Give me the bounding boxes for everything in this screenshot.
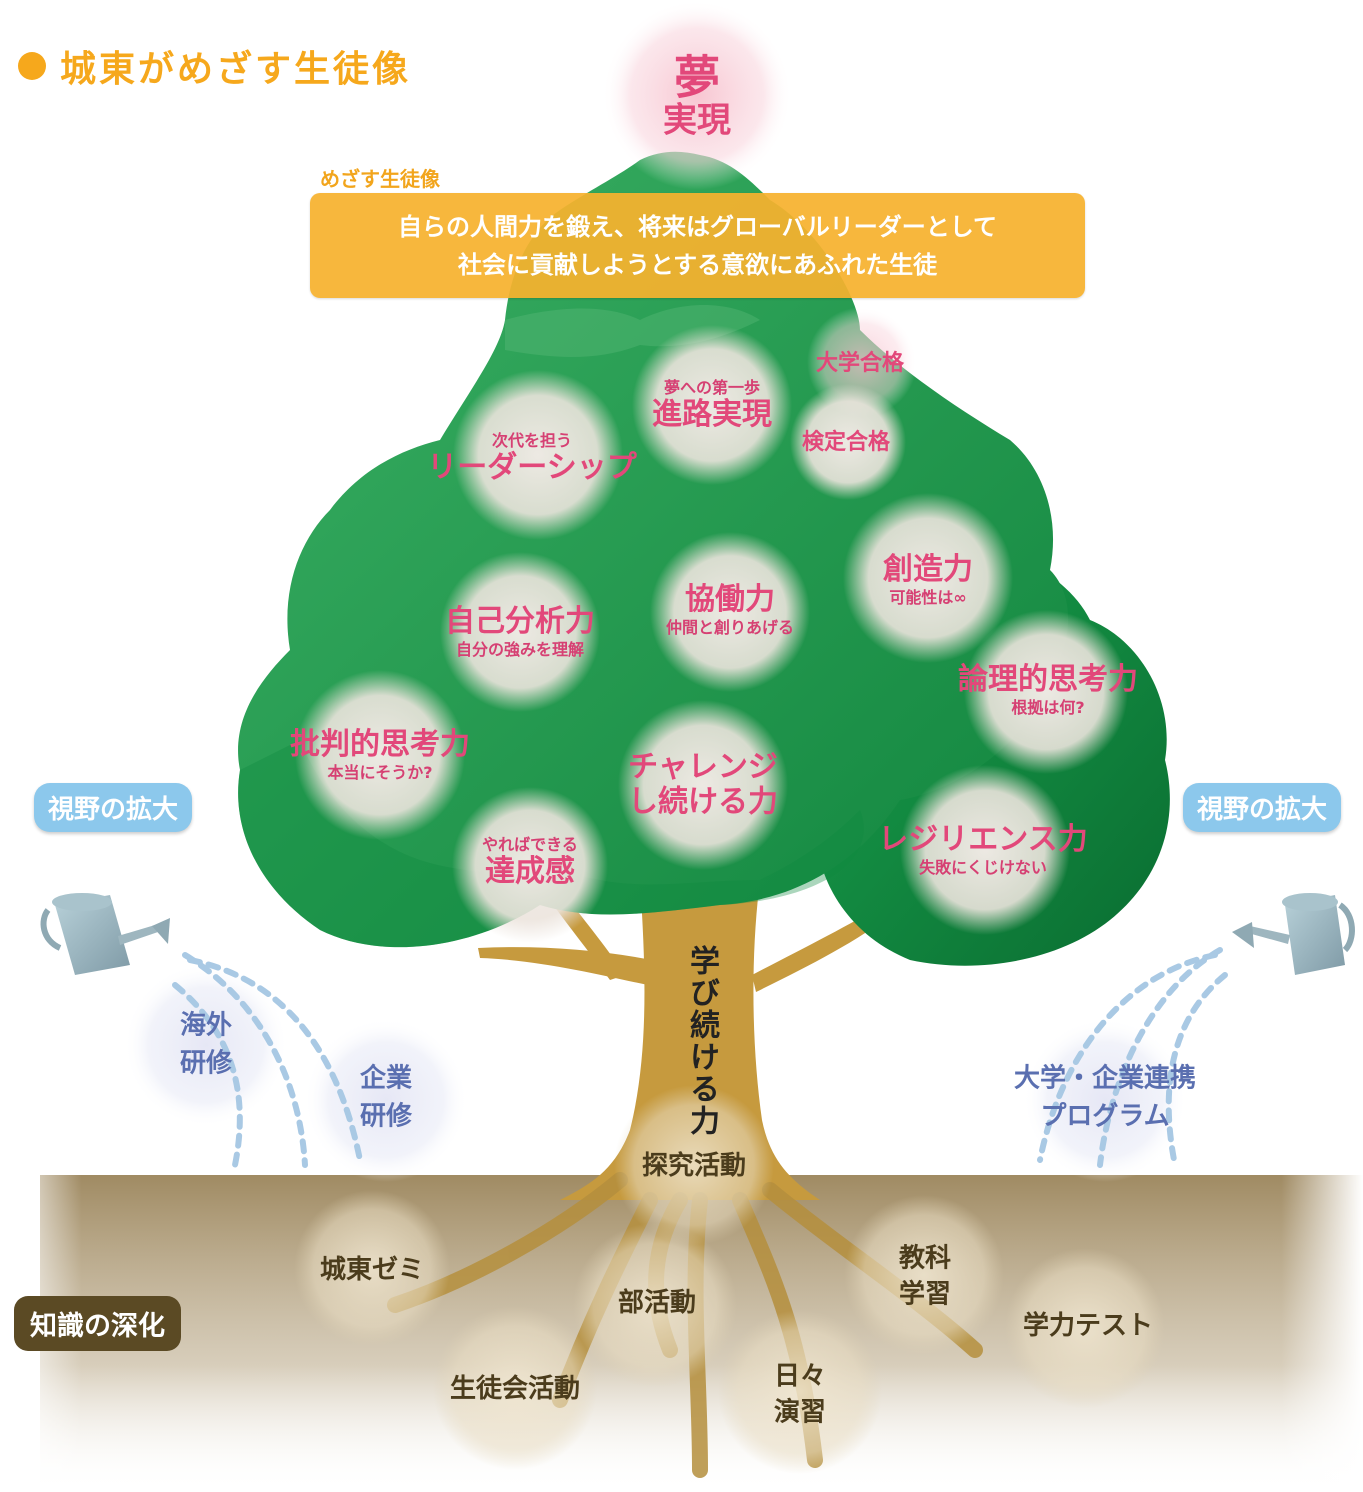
daily-line-1: 日々 <box>773 1361 827 1392</box>
vision-right-pill: 視野の拡大 <box>1183 783 1342 832</box>
certification-label: 検定合格 <box>801 429 891 455</box>
dream-bubble: 夢 実現 <box>663 55 731 142</box>
trunk-text: 学び続ける力 <box>684 945 719 1137</box>
leadership-sub: 次代を担う <box>491 430 572 450</box>
dream-main: 夢 <box>674 50 720 105</box>
career-bubble: 夢への第一歩 進路実現 <box>652 378 772 433</box>
subject-line-1: 教科 <box>898 1243 952 1274</box>
heading-title: 城東がめざす生徒像 <box>60 49 412 90</box>
cooperation-sub: 仲間と創りあげる <box>665 617 795 637</box>
critical-main: 批判的思考力 <box>290 726 470 762</box>
partnership-line-2: プログラム <box>1040 1101 1170 1131</box>
leadership-main: リーダーシップ <box>427 449 637 485</box>
partnership-bubble: 大学・企業連携 プログラム <box>1014 1060 1196 1135</box>
subject-bubble: 教科 学習 <box>899 1241 951 1314</box>
resilience-bubble: レジリエンス力 失敗にくじけない <box>878 821 1088 878</box>
knowledge-pill: 知識の深化 <box>14 1296 181 1351</box>
achievement-sub: やればできる <box>482 834 578 854</box>
challenge-line-2: し続ける力 <box>628 784 778 819</box>
creativity-bubble: 創造力 可能性は∞ <box>883 551 973 608</box>
corporate-training-bubble: 企業 研修 <box>360 1060 412 1135</box>
goal-line-1: 自らの人間力を鍛え、将来はグローバルリーダーとして <box>397 212 998 241</box>
overseas-line-2: 研修 <box>179 1048 233 1078</box>
creativity-sub: 可能性は∞ <box>889 587 967 607</box>
challenge-bubble: チャレンジ し続ける力 <box>628 749 778 820</box>
dream-sub: 実現 <box>663 100 731 141</box>
canopy-bubbles <box>295 307 1128 943</box>
creativity-main: 創造力 <box>883 551 973 587</box>
self-analysis-bubble: 自己分析力 自分の強みを理解 <box>445 603 595 660</box>
inquiry-label: 探究活動 <box>641 1150 747 1181</box>
cooperation-bubble: 協働力 仲間と創りあげる <box>665 581 795 638</box>
resilience-sub: 失敗にくじけない <box>919 857 1047 877</box>
bullet-dot-icon <box>18 52 46 80</box>
council-label: 生徒会活動 <box>449 1373 581 1404</box>
logical-bubble: 論理的思考力 根拠は何? <box>958 661 1138 718</box>
goal-line-2: 社会に貢献しようとする意欲にあふれた生徒 <box>457 250 938 279</box>
university-label: 大学合格 <box>815 350 905 376</box>
critical-bubble: 批判的思考力 本当にそうか? <box>290 726 470 783</box>
goal-box: 自らの人間力を鍛え、将来はグローバルリーダーとして 社会に貢献しようとする意欲に… <box>310 193 1085 298</box>
partnership-line-1: 大学・企業連携 <box>1013 1063 1197 1094</box>
club-label: 部活動 <box>617 1287 697 1318</box>
daily-line-2: 演習 <box>773 1398 827 1428</box>
self-analysis-sub: 自分の強みを理解 <box>455 639 584 659</box>
leadership-bubble: 次代を担う リーダーシップ <box>427 431 636 486</box>
achievement-main: 達成感 <box>485 853 575 889</box>
subject-line-2: 学習 <box>898 1280 952 1310</box>
career-main: 進路実現 <box>652 396 772 432</box>
corporate-line-1: 企業 <box>359 1063 413 1094</box>
vision-left-pill: 視野の拡大 <box>34 783 193 832</box>
section-heading: 城東がめざす生徒像 <box>18 40 411 92</box>
resilience-main: レジリエンス力 <box>878 821 1088 857</box>
career-sub: 夢への第一歩 <box>663 377 760 397</box>
watering-can-left-icon <box>40 893 170 975</box>
test-label: 学力テスト <box>1022 1310 1154 1341</box>
root-bubbles <box>294 1085 1165 1474</box>
critical-sub: 本当にそうか? <box>327 762 433 782</box>
corporate-line-2: 研修 <box>359 1101 413 1131</box>
achievement-bubble: やればできる 達成感 <box>482 835 578 890</box>
challenge-line-1: チャレンジ <box>628 749 778 785</box>
daily-bubble: 日々 演習 <box>774 1359 826 1432</box>
self-analysis-main: 自己分析力 <box>445 603 595 639</box>
goal-label: めざす生徒像 <box>320 167 440 191</box>
cooperation-main: 協働力 <box>684 581 775 617</box>
water-streams <box>172 947 1228 1168</box>
watering-can-right-icon <box>1232 893 1355 975</box>
logical-sub: 根拠は何? <box>1011 697 1085 717</box>
overseas-line-1: 海外 <box>179 1010 233 1041</box>
overseas-training-bubble: 海外 研修 <box>180 1007 232 1082</box>
seminar-label: 城東ゼミ <box>319 1254 425 1285</box>
logical-main: 論理的思考力 <box>958 661 1138 697</box>
